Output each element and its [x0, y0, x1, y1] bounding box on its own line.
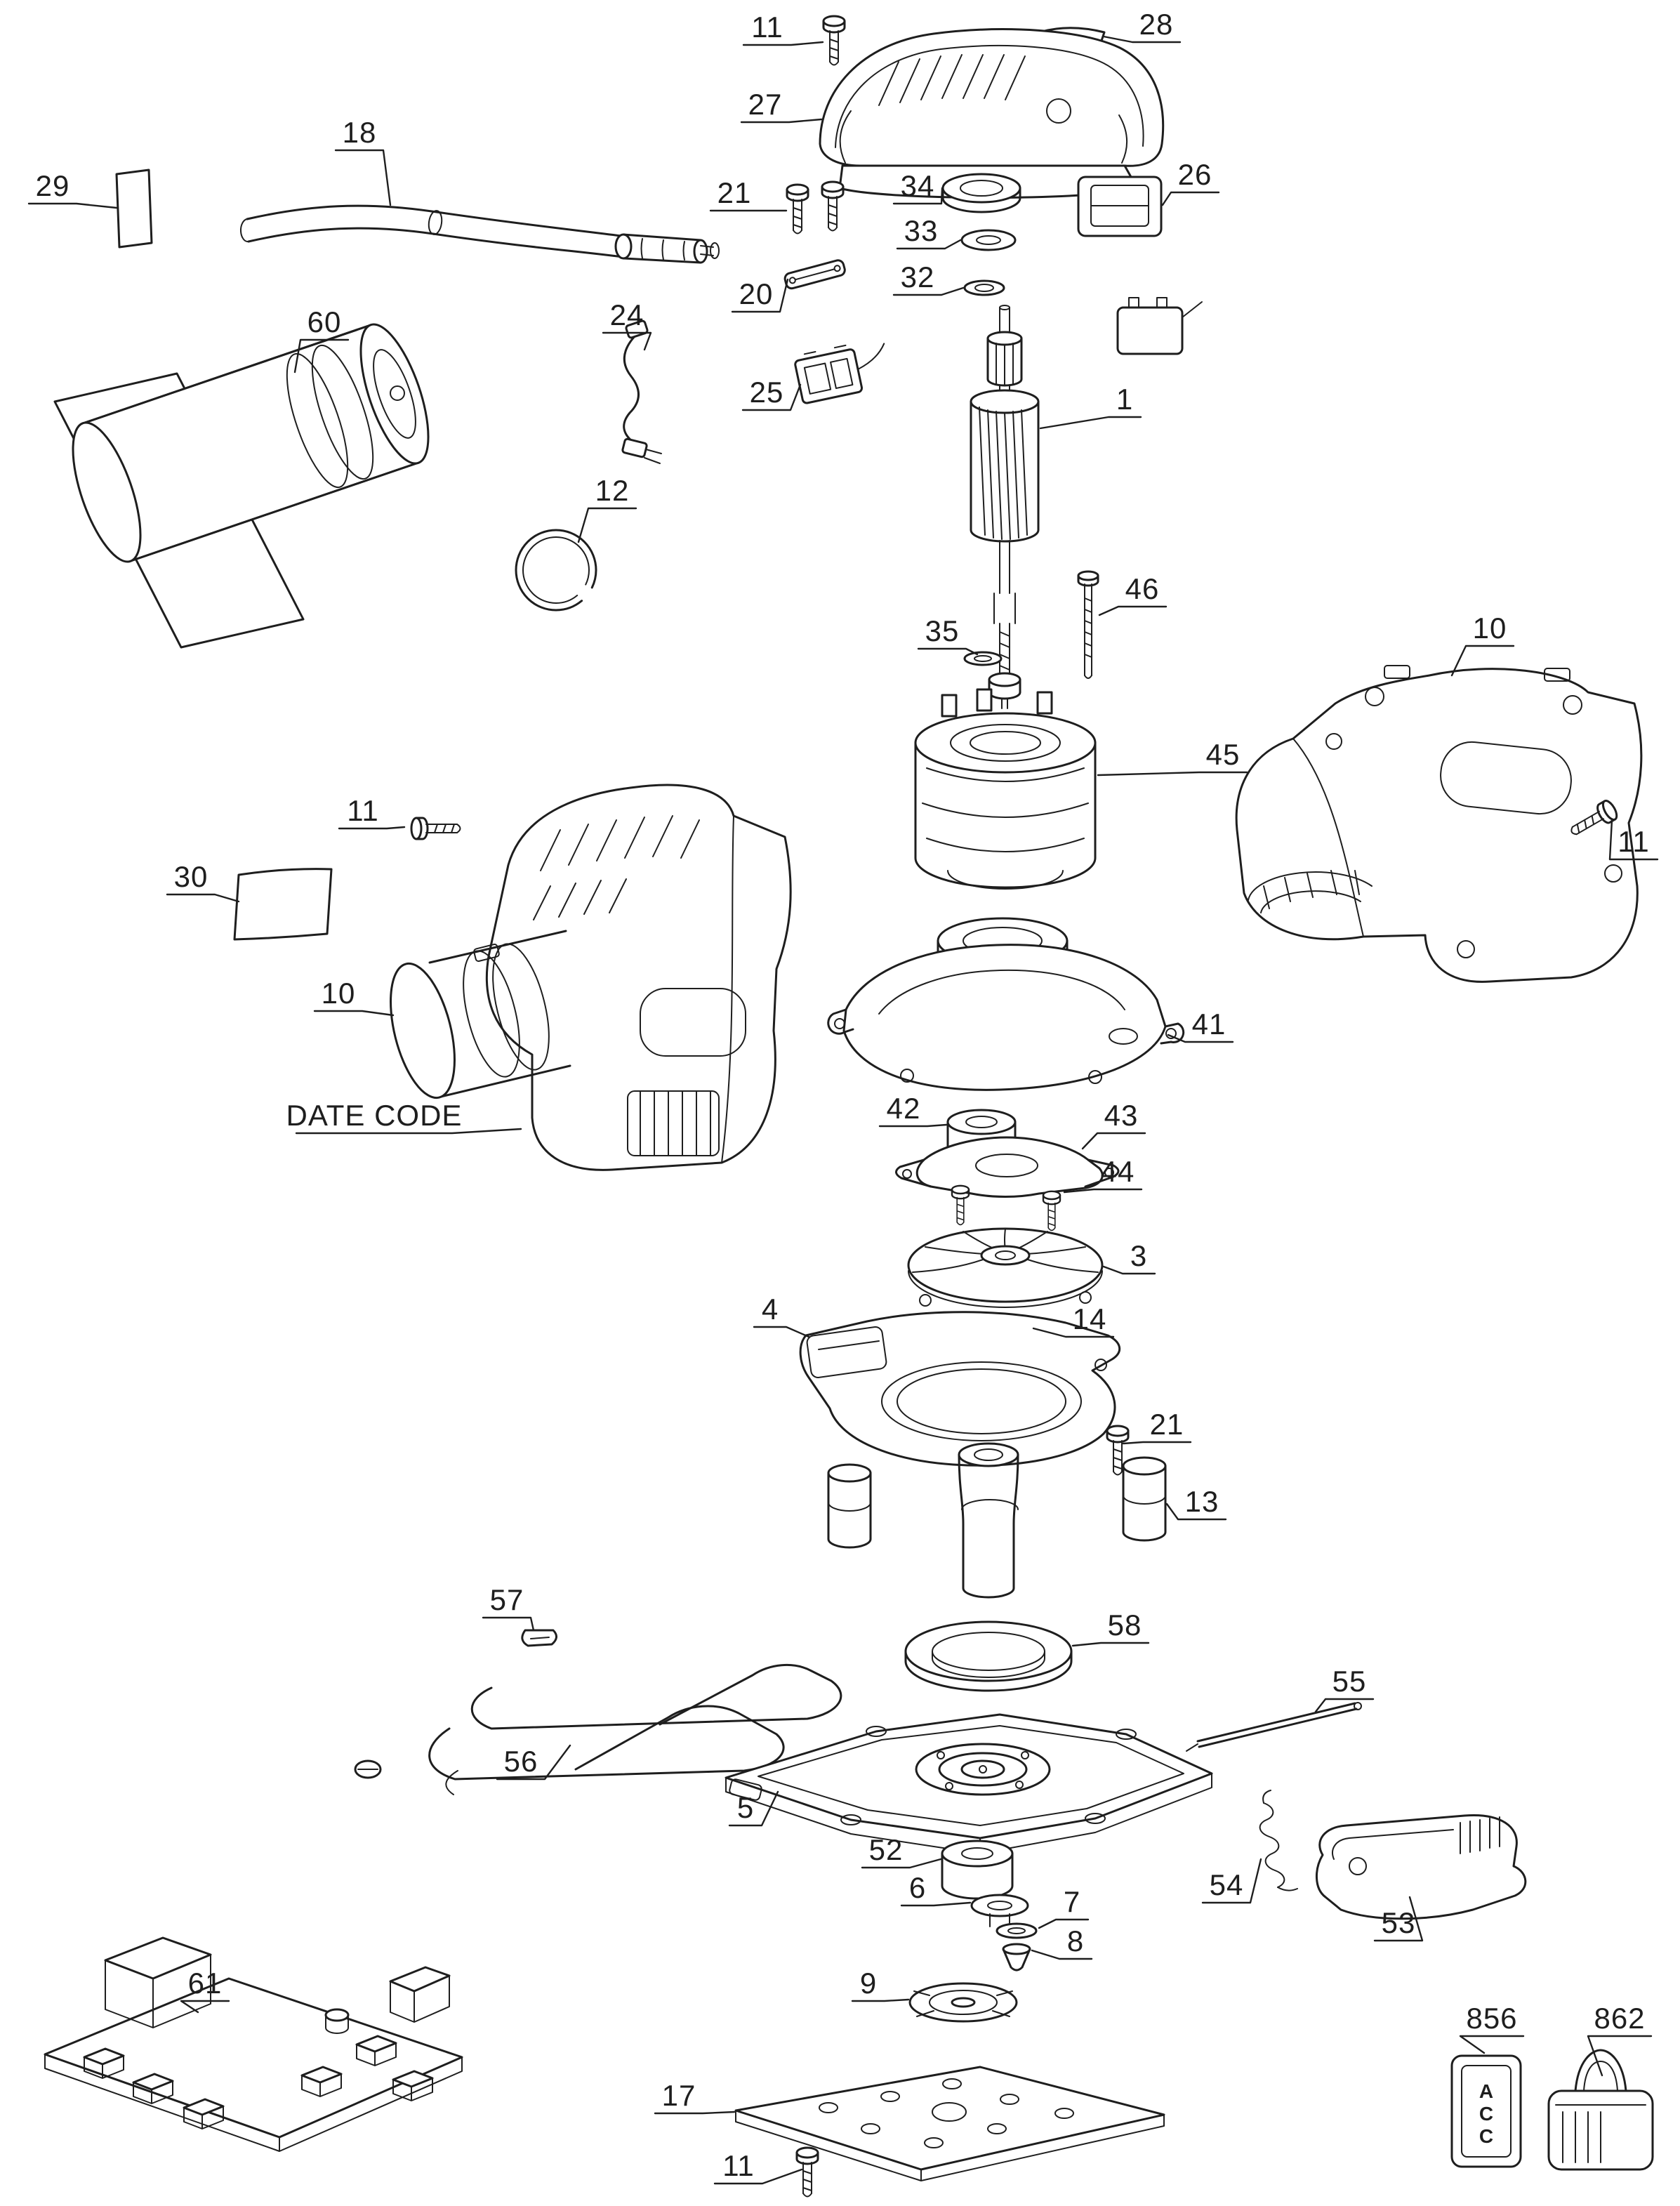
- leader-line-25: [741, 383, 802, 411]
- part-20-retainer-plate: [783, 259, 846, 290]
- part-9-bearing-plate: [908, 1982, 1018, 2023]
- leader-line-1: [1039, 416, 1142, 430]
- leader-line-29: [27, 202, 118, 209]
- leader-line-44: [1063, 1188, 1143, 1194]
- part-12-o-ring: [515, 529, 597, 612]
- leader-line-11: [713, 2168, 803, 2185]
- part-18-handle-tube: [239, 204, 720, 264]
- leader-line-9: [851, 1998, 910, 2002]
- part-61-accessory-base: [44, 1936, 463, 2152]
- leader-line-11: [1608, 819, 1659, 861]
- part-11-screw-left: [410, 817, 461, 840]
- leader-line-55: [1314, 1698, 1375, 1713]
- part-41-baffle: [827, 917, 1185, 1091]
- part-26-switch: [1077, 176, 1203, 355]
- part-21-screws-top: [786, 180, 845, 235]
- part-4-dust-shroud: [799, 1311, 1120, 1467]
- acc-letter-3: C: [1479, 2125, 1493, 2147]
- leader-line-8: [1031, 1949, 1093, 1960]
- leader-line-3: [1102, 1265, 1156, 1275]
- part-7-washer: [996, 1922, 1038, 1939]
- part-57-clip: [521, 1629, 557, 1647]
- leader-line-58: [1071, 1642, 1150, 1647]
- leader-line-4: [753, 1326, 810, 1338]
- leader-line-11: [338, 826, 406, 830]
- part-46-screw-long: [1077, 570, 1099, 680]
- part-25-connector: [794, 343, 885, 404]
- part-58-foam-seal: [904, 1620, 1073, 1692]
- part-5-base-frame: [725, 1713, 1213, 1854]
- part-29-plate: [115, 169, 153, 249]
- leader-line-13: [1165, 1502, 1227, 1521]
- part-45-field: [914, 688, 1097, 890]
- leader-line-date-code: [295, 1128, 522, 1135]
- leader-line-27: [740, 118, 823, 124]
- leader-line-14: [1032, 1327, 1115, 1338]
- part-10-housing-left-assembly: [390, 784, 792, 1171]
- part-43-bearing-retainer: [895, 1136, 1120, 1198]
- leader-line-54: [1201, 1858, 1262, 1904]
- leader-line-862: [1587, 2035, 1653, 2077]
- leader-line-45: [1097, 771, 1248, 777]
- part-30-label-sticker: [233, 868, 333, 941]
- leader-line-10: [1450, 645, 1515, 677]
- part-53-paper-clamp: [1315, 1814, 1527, 1920]
- part-52-seal-ring: [941, 1840, 1014, 1900]
- leader-line-53: [1373, 1896, 1424, 1942]
- part-17-platen: [734, 2066, 1165, 2181]
- leader-line-43: [1081, 1132, 1146, 1150]
- part-1-armature: [970, 305, 1040, 709]
- leader-line-5: [728, 1790, 779, 1827]
- part-24-wire-lead: [621, 319, 662, 464]
- leader-line-17: [654, 2111, 736, 2115]
- leader-line-32: [892, 286, 965, 296]
- leader-line-52: [861, 1858, 942, 1869]
- part-33-bearing: [960, 229, 1017, 251]
- leader-line-30: [166, 893, 240, 903]
- part-34-ring: [941, 173, 1021, 213]
- leader-line-35: [917, 647, 979, 656]
- part-60-dust-canister: [53, 323, 430, 649]
- part-56-wire-bails: [354, 1663, 842, 1795]
- part-8-cone-bushing: [1002, 1943, 1031, 1971]
- leader-line-46: [1098, 605, 1168, 616]
- leader-line-856: [1459, 2035, 1525, 2054]
- part-11-screw-bottom: [795, 2146, 819, 2198]
- leader-line-7: [1038, 1918, 1090, 1929]
- leader-line-57: [482, 1616, 535, 1632]
- part-13-isolators: [827, 1442, 1167, 1599]
- icon-856-manual: A C C: [1450, 2054, 1522, 2168]
- leader-line-33: [896, 239, 962, 250]
- leader-line-10: [313, 1010, 395, 1017]
- leader-lines-layer: [27, 35, 1659, 2185]
- leader-line-41: [1167, 1033, 1234, 1043]
- leader-line-11: [742, 41, 824, 46]
- part-27-top-cover: [819, 28, 1165, 199]
- leader-line-61: [180, 2000, 230, 2014]
- part-10-housing-right: [1235, 665, 1643, 983]
- part-54-spring: [1259, 1790, 1298, 1891]
- acc-letter-2: C: [1479, 2103, 1493, 2125]
- leader-line-6: [900, 1901, 972, 1907]
- part-32-ring: [963, 279, 1005, 296]
- leader-line-18: [334, 149, 392, 206]
- leader-line-26: [1161, 191, 1220, 206]
- part-11-screw-top: [822, 15, 846, 66]
- leader-line-21: [1122, 1441, 1192, 1445]
- leader-line-12: [577, 507, 637, 543]
- leader-line-42: [878, 1123, 948, 1128]
- leader-line-28: [1102, 35, 1182, 44]
- part-3-fan: [907, 1227, 1104, 1308]
- leader-line-20: [731, 278, 789, 313]
- icon-862-kit-bag: [1547, 2049, 1654, 2171]
- leader-line-24: [602, 331, 652, 351]
- leader-line-34: [892, 187, 944, 205]
- acc-letter-1: A: [1479, 2080, 1493, 2102]
- leader-line-60: [293, 338, 350, 374]
- leader-line-56: [496, 1744, 571, 1781]
- part-55-rod: [1186, 1702, 1362, 1752]
- part-35-washer: [963, 651, 1003, 666]
- part-6-bearing: [970, 1894, 1029, 1927]
